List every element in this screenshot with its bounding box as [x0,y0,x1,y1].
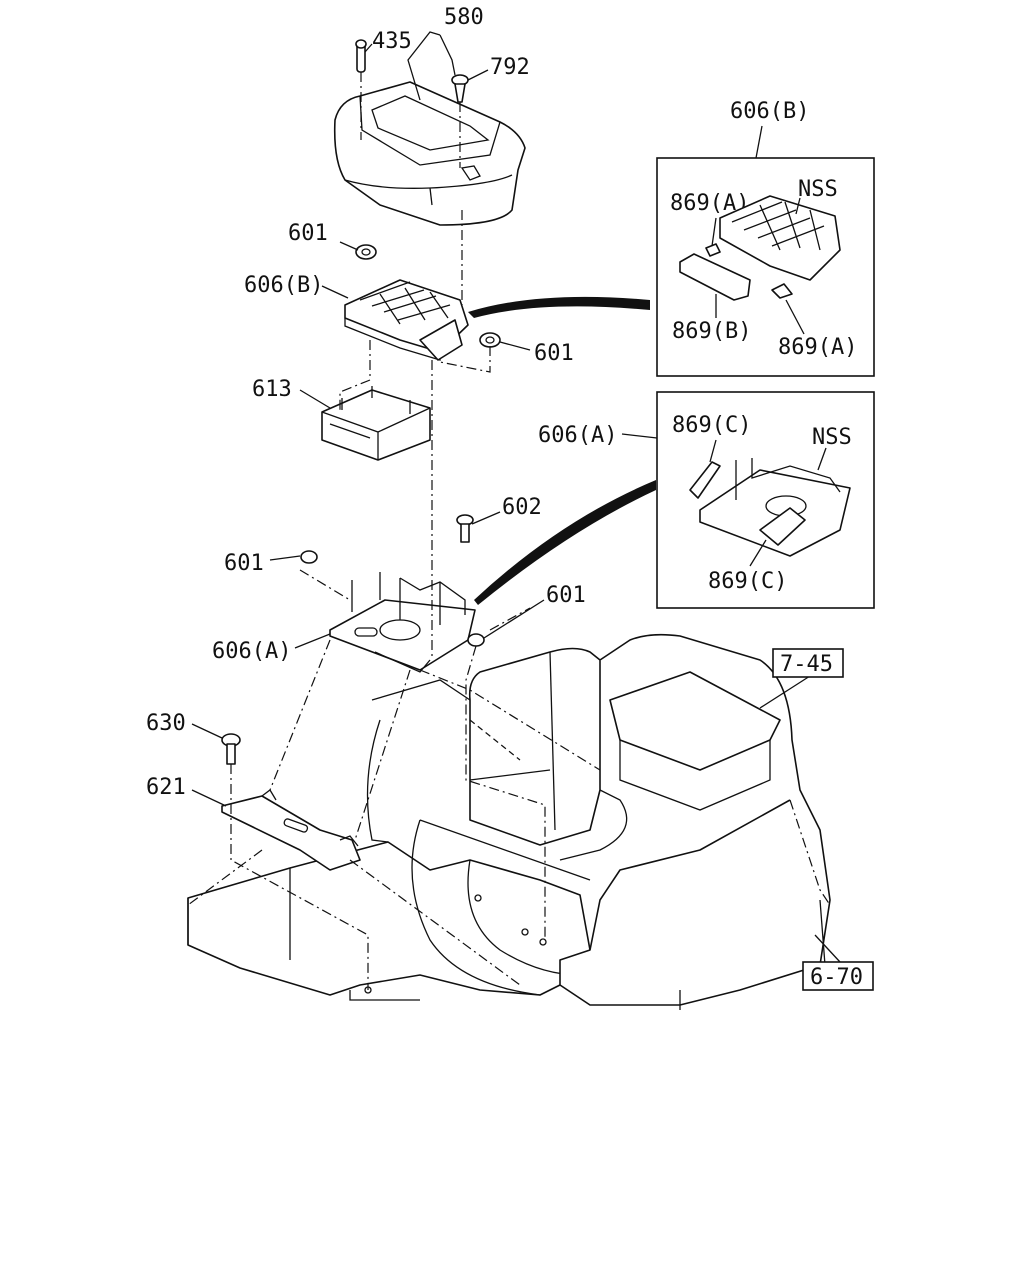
nut-601-a [355,244,377,260]
callout-arrow-606b [468,296,650,318]
label-606b: 606(B) [244,273,323,298]
cover-580 [333,81,526,226]
inset-606b-869b: 869(B) [672,319,751,344]
screw-435 [355,39,367,73]
label-621: 621 [146,775,186,800]
leader-lines [191,31,841,963]
phantom-lines [187,72,831,990]
bolt-630 [221,733,241,765]
ref-6-70: 6-70 [802,961,874,991]
inset-606a-869c-top: 869(C) [672,413,751,438]
label-601-c: 601 [224,551,264,576]
label-601-d: 601 [546,583,586,608]
svg-text:6-70: 6-70 [810,965,863,990]
bracket-606a [329,572,476,673]
inset-606b: 606(B) NSS 869(A) 869(B) 869(A) [656,99,875,377]
nut-601-c [300,550,318,564]
label-606a: 606(A) [212,639,291,664]
bolt-602 [456,514,474,543]
label-601-a: 601 [288,221,328,246]
inset-606a-nss: NSS [812,425,852,450]
label-630: 630 [146,711,186,736]
nut-601-d [467,633,485,647]
inset-606a: 606(A) 869(C) NSS 869(C) [538,391,875,609]
label-792: 792 [490,55,530,80]
label-435: 435 [372,29,412,54]
inset-606b-nss: NSS [798,177,838,202]
label-601-b: 601 [534,341,574,366]
bracket-621 [221,789,361,871]
nut-601-b [479,332,501,348]
label-580: 580 [444,5,484,30]
inset-606a-title: 606(A) [538,423,617,448]
svg-text:7-45: 7-45 [780,652,833,677]
label-613: 613 [252,377,292,402]
inset-606b-title: 606(B) [730,99,809,124]
label-602: 602 [502,495,542,520]
clip-792 [451,74,469,103]
callout-arrow-606a [474,480,656,605]
bracket-606b [344,279,469,361]
floor-console-body [187,633,831,1010]
module-613 [321,386,431,461]
ref-7-45: 7-45 [772,648,844,678]
inset-606b-869a-bottom: 869(A) [778,335,857,360]
inset-606a-869c-bottom: 869(C) [708,569,787,594]
